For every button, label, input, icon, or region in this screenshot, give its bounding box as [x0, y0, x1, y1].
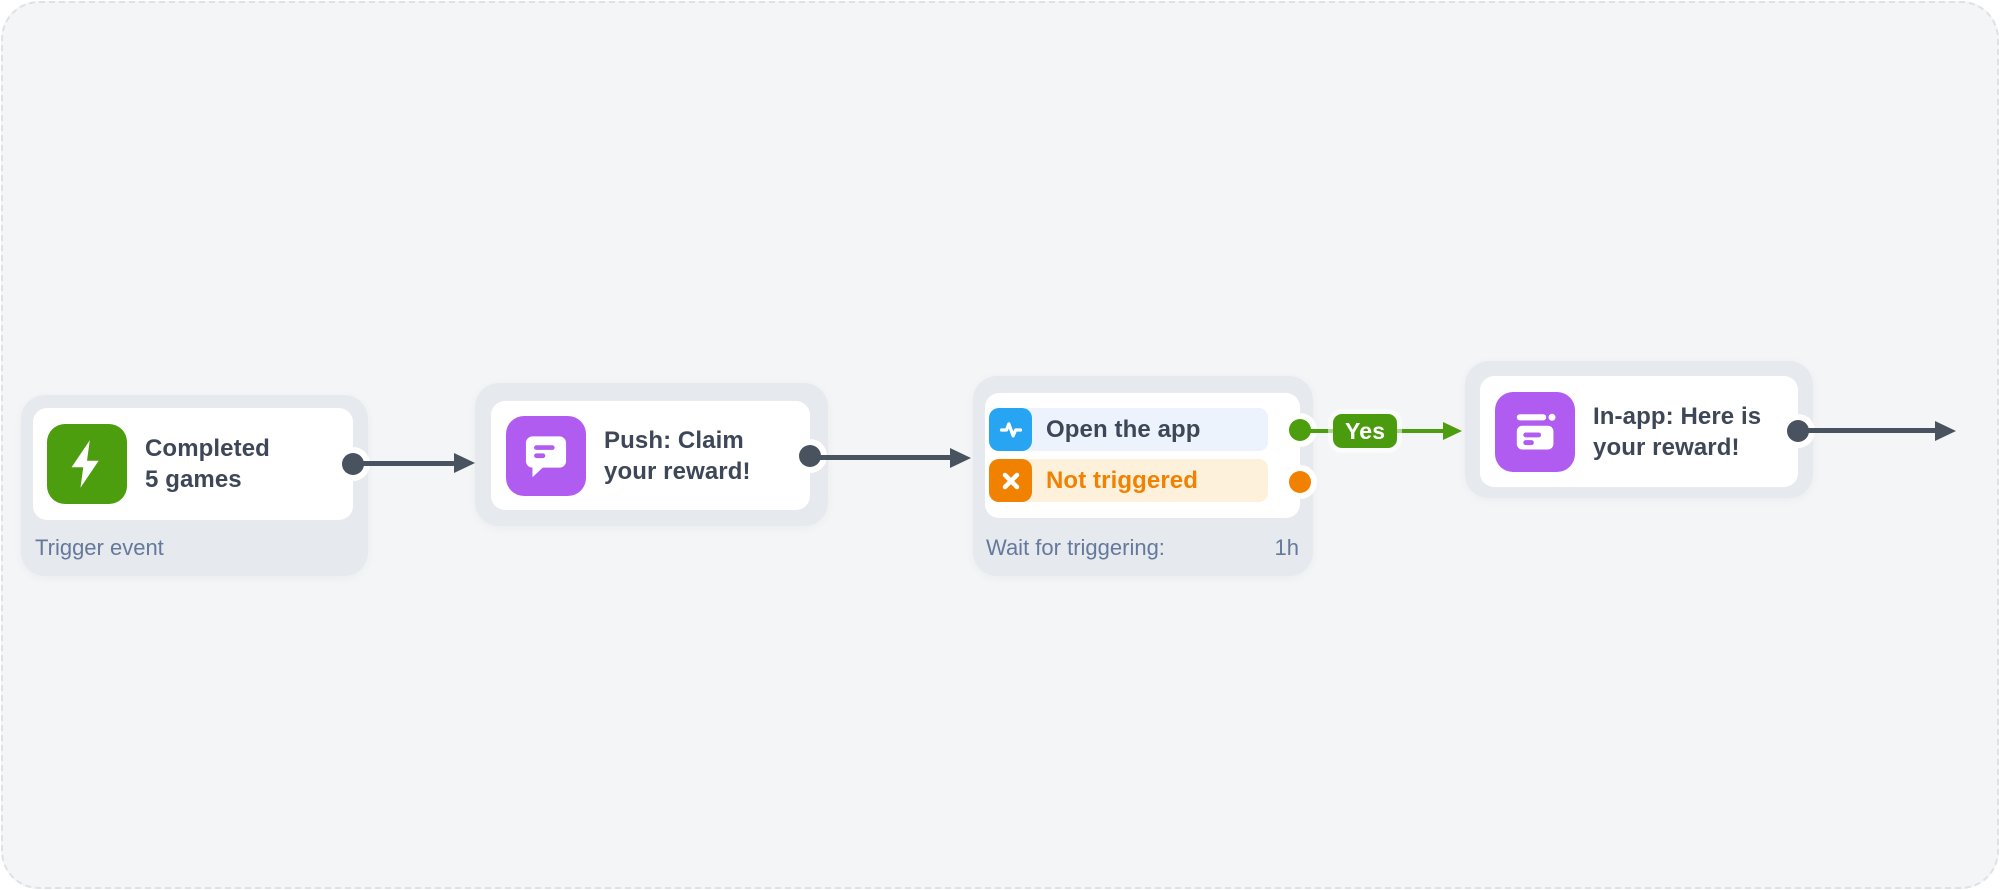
node-wait-branch[interactable]: Open the app Not triggered Wait for trig…: [973, 376, 1313, 576]
branch-not-triggered[interactable]: Not triggered: [989, 459, 1268, 502]
node-wait-footer: Wait for triggering: 1h: [986, 535, 1299, 561]
connector-arrowhead: [1935, 421, 1956, 441]
node-push-card[interactable]: Push: Claim your reward!: [491, 401, 810, 510]
connector-line: [353, 461, 455, 466]
connector-arrowhead-yes: [1443, 422, 1462, 440]
branch-open-the-app[interactable]: Open the app: [989, 408, 1268, 451]
node-trigger-title: Completed 5 games: [145, 435, 270, 493]
node-trigger-footer: Trigger event: [35, 535, 164, 560]
node-push-message[interactable]: Push: Claim your reward!: [475, 383, 828, 526]
connector-arrowhead: [950, 448, 971, 468]
wait-footer-label: Wait for triggering:: [986, 535, 1165, 560]
node-push-title: Push: Claim your reward!: [604, 426, 751, 485]
output-port-yes[interactable]: [1289, 419, 1311, 441]
inapp-banner-icon: [1495, 391, 1575, 472]
connector-arrowhead: [454, 453, 475, 473]
node-inapp-message[interactable]: In-app: Here is your reward!: [1465, 361, 1813, 498]
chat-message-icon: [506, 415, 586, 496]
x-cross-icon: [989, 459, 1032, 502]
node-trigger-card[interactable]: Completed 5 games: [33, 408, 353, 520]
lightning-bolt-icon: [47, 424, 127, 504]
yes-condition-badge[interactable]: Yes: [1333, 414, 1398, 448]
connector-line: [810, 455, 953, 460]
node-inapp-title: In-app: Here is your reward!: [1593, 402, 1762, 461]
wait-footer-value: 1h: [1274, 535, 1299, 560]
output-port-not-triggered[interactable]: [1289, 471, 1311, 493]
activity-pulse-icon: [989, 408, 1032, 451]
branch-label: Not triggered: [1046, 466, 1198, 494]
branch-label: Open the app: [1046, 415, 1201, 443]
node-inapp-card[interactable]: In-app: Here is your reward!: [1480, 376, 1798, 487]
connector-line: [1798, 428, 1938, 433]
node-trigger-event[interactable]: Completed 5 games Trigger event: [21, 395, 368, 576]
